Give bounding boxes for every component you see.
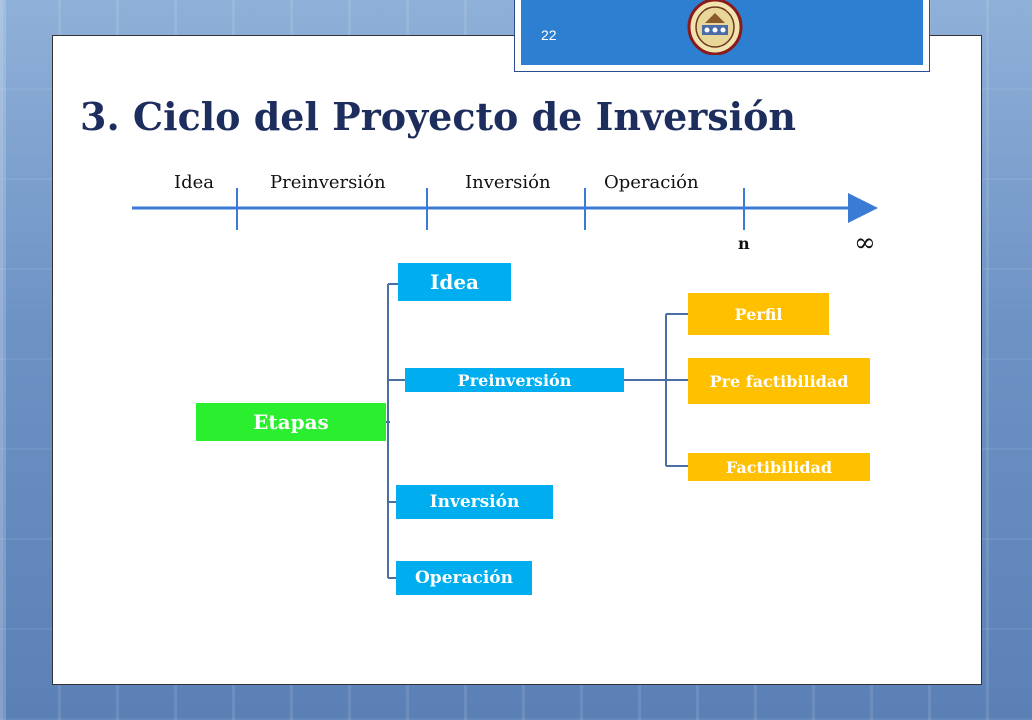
diagram-root-etapas: Etapas — [196, 403, 386, 441]
timeline-label-idea: Idea — [174, 172, 215, 193]
timeline-label-infinity: ∞ — [854, 228, 876, 258]
university-seal-icon — [687, 0, 743, 55]
diagram-stage-operacion: Operación — [396, 561, 532, 595]
header-banner-fill: 22 — [521, 0, 923, 65]
diagram-substage-factibilidad: Factibilidad — [688, 453, 870, 481]
page-title: 3. Ciclo del Proyecto de Inversión — [80, 94, 797, 139]
timeline-label-preinversion: Preinversión — [270, 172, 386, 193]
diagram-stage-inversion: Inversión — [396, 485, 553, 519]
header-banner: 22 — [514, 0, 930, 72]
diagram-stage-preinversion: Preinversión — [405, 368, 624, 392]
slide-number: 22 — [541, 27, 557, 43]
timeline-label-inversion: Inversión — [465, 172, 551, 193]
diagram-substage-prefactibilidad: Pre factibilidad — [688, 358, 870, 404]
diagram-stage-idea: Idea — [398, 263, 511, 301]
diagram-substage-perfil: Perfil — [688, 293, 829, 335]
timeline-label-operacion: Operación — [604, 172, 699, 193]
timeline-label-n: n — [738, 234, 750, 253]
